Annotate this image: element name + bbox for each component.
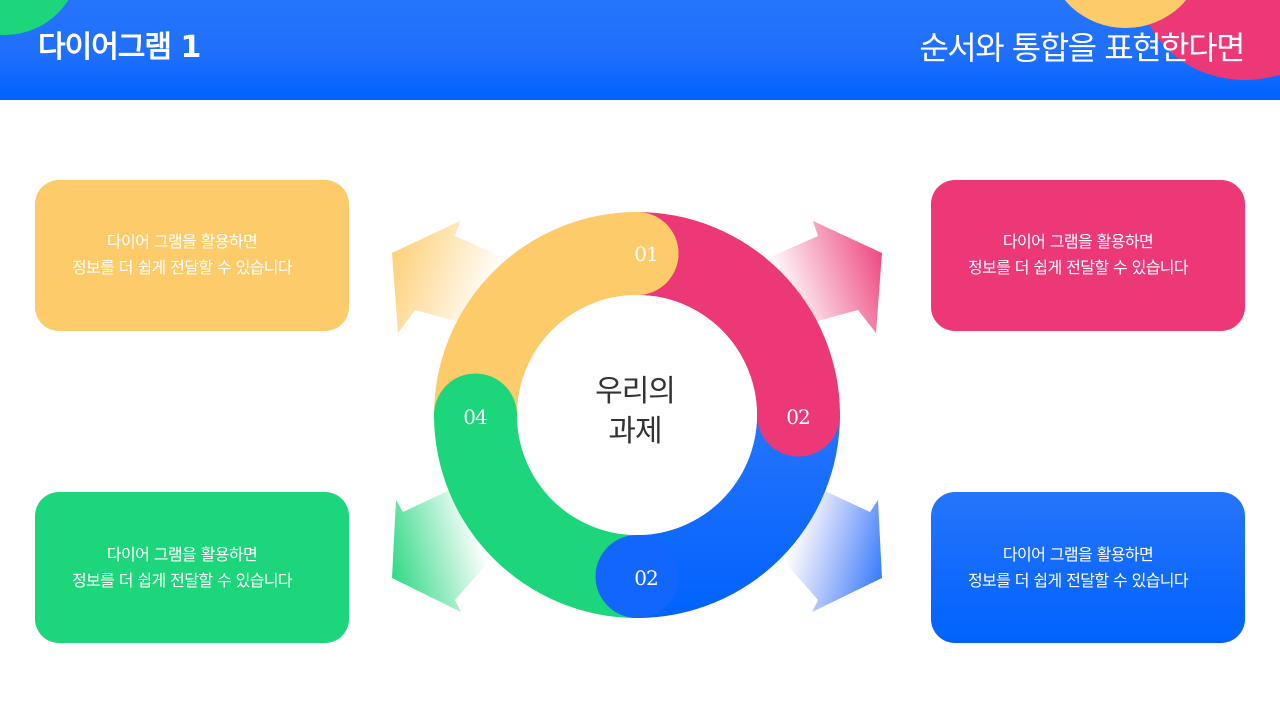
center-label: 우리의 과제 — [560, 372, 710, 452]
segment-label-01: 01 — [634, 242, 658, 266]
segment-label-02-bottom: 02 — [634, 566, 658, 590]
card-text-line1: 다이어 그램을 활용하면 — [106, 231, 258, 251]
info-card-blue: 다이어 그램을 활용하면 정보를 더 쉽게 전달할 수 있습니다 — [931, 492, 1245, 643]
cap-yellow — [595, 212, 679, 295]
card-text-line1: 다이어 그램을 활용하면 — [106, 544, 258, 564]
cap-green — [434, 373, 517, 457]
card-text-line2: 정보를 더 쉽게 전달할 수 있습니다 — [967, 570, 1189, 590]
info-card-green: 다이어 그램을 활용하면 정보를 더 쉽게 전달할 수 있습니다 — [35, 492, 349, 643]
header-banner: 다이어그램 1 순서와 통합을 표현한다면 — [0, 0, 1280, 100]
info-card-yellow: 다이어 그램을 활용하면 정보를 더 쉽게 전달할 수 있습니다 — [35, 180, 349, 331]
page-title: 다이어그램 1 — [38, 30, 201, 65]
page-subtitle: 순서와 통합을 표현한다면 — [919, 29, 1245, 67]
cap-blue — [595, 535, 679, 618]
info-card-pink: 다이어 그램을 활용하면 정보를 더 쉽게 전달할 수 있습니다 — [931, 180, 1245, 331]
card-text-line2: 정보를 더 쉽게 전달할 수 있습니다 — [71, 257, 293, 277]
segment-label-04: 04 — [463, 405, 487, 429]
center-label-line2: 과제 — [608, 414, 662, 449]
card-text-line2: 정보를 더 쉽게 전달할 수 있습니다 — [967, 257, 1189, 277]
card-text-line1: 다이어 그램을 활용하면 — [1002, 231, 1154, 251]
card-text-line2: 정보를 더 쉽게 전달할 수 있습니다 — [71, 570, 293, 590]
ring-center — [517, 295, 757, 535]
card-text-line1: 다이어 그램을 활용하면 — [1002, 544, 1154, 564]
cap-pink — [757, 373, 840, 457]
segment-label-02-right: 02 — [786, 405, 810, 429]
center-label-line1: 우리의 — [595, 374, 676, 409]
